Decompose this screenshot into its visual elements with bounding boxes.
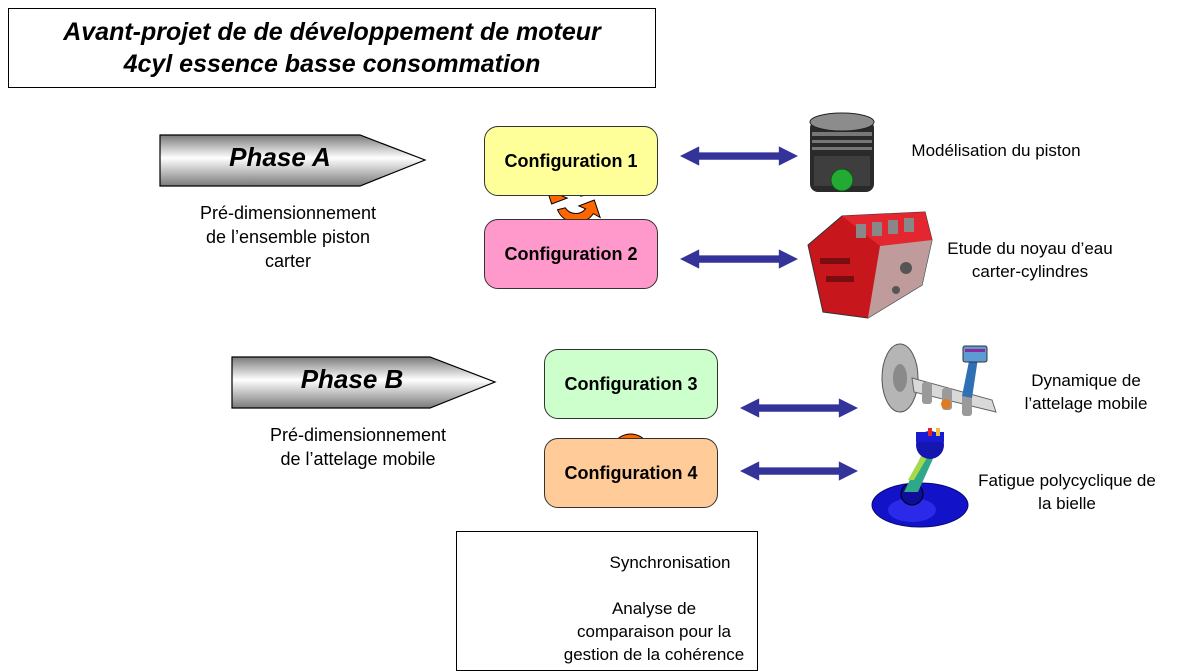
analysis-fatigue-line: Fatigue polycyclique de [978, 471, 1156, 490]
crankshaft-icon [881, 343, 997, 416]
configuration-4-label: Configuration 4 [564, 462, 698, 483]
analysis-dynamics-line: l’attelage mobile [1024, 394, 1148, 413]
analysis-dynamics-label: Dynamique de l’attelage mobile [996, 369, 1176, 415]
phase-a-arrow [159, 134, 427, 187]
connecting-rod-icon [871, 428, 969, 528]
phase-a-description-line: de l’ensemble piston [205, 227, 371, 247]
sync-arrow-3 [740, 398, 858, 418]
engine-block-icon [807, 211, 933, 319]
sync-arrow-1 [680, 146, 798, 166]
sync-arrow-4 [740, 461, 858, 481]
configuration-3-label: Configuration 3 [564, 373, 698, 394]
legend-analysis-line: gestion de la cohérence [563, 645, 745, 664]
diagram-title: Avant-projet de de développement de mote… [63, 16, 601, 80]
title-line-2: 4cyl essence basse consommation [123, 50, 541, 78]
phase-b-label: Phase B [300, 364, 404, 394]
phase-b-arrow [231, 356, 497, 409]
diagram-title-box: Avant-projet de de développement de mote… [8, 8, 656, 88]
phase-a-description: Pré-dimensionnement de l’ensemble piston… [168, 201, 408, 273]
phase-b-description-line: Pré-dimensionnement [269, 425, 447, 445]
configuration-1-label: Configuration 1 [504, 150, 638, 171]
legend-analysis-line: comparaison pour la [576, 622, 732, 641]
phase-b-description-line: de l’attelage mobile [280, 449, 436, 469]
configuration-2-label: Configuration 2 [504, 243, 638, 264]
analysis-water-jacket-line: carter-cylindres [971, 262, 1089, 281]
analysis-dynamics-line: Dynamique de [1031, 371, 1141, 390]
analysis-water-jacket-label: Etude du noyau d’eau carter-cylindres [910, 237, 1150, 283]
legend-analysis-line: Analyse de [611, 599, 697, 618]
legend-analysis-label: Analyse de comparaison pour la gestion d… [548, 597, 760, 666]
analysis-piston-label: Modélisation du piston [911, 141, 1081, 160]
analysis-water-jacket-line: Etude du noyau d’eau [947, 239, 1113, 258]
sync-arrow-2 [680, 249, 798, 269]
phase-a-description-line: carter [264, 251, 311, 271]
analysis-fatigue-label: Fatigue polycyclique de la bielle [954, 469, 1180, 515]
phase-a-description-line: Pré-dimensionnement [199, 203, 377, 223]
configuration-4-box: Configuration 4 [544, 438, 718, 508]
title-line-1: Avant-projet de de développement de mote… [63, 18, 601, 46]
phase-b-description: Pré-dimensionnement de l’attelage mobile [238, 423, 478, 471]
configuration-1-box: Configuration 1 [484, 126, 658, 196]
legend-sync-label: Synchronisation [609, 553, 731, 572]
analysis-fatigue-line: la bielle [1038, 494, 1096, 513]
configuration-2-box: Configuration 2 [484, 219, 658, 289]
phase-a-label: Phase A [229, 142, 331, 172]
configuration-3-box: Configuration 3 [544, 349, 718, 419]
legend-box [456, 531, 758, 671]
piston-icon [809, 112, 875, 192]
